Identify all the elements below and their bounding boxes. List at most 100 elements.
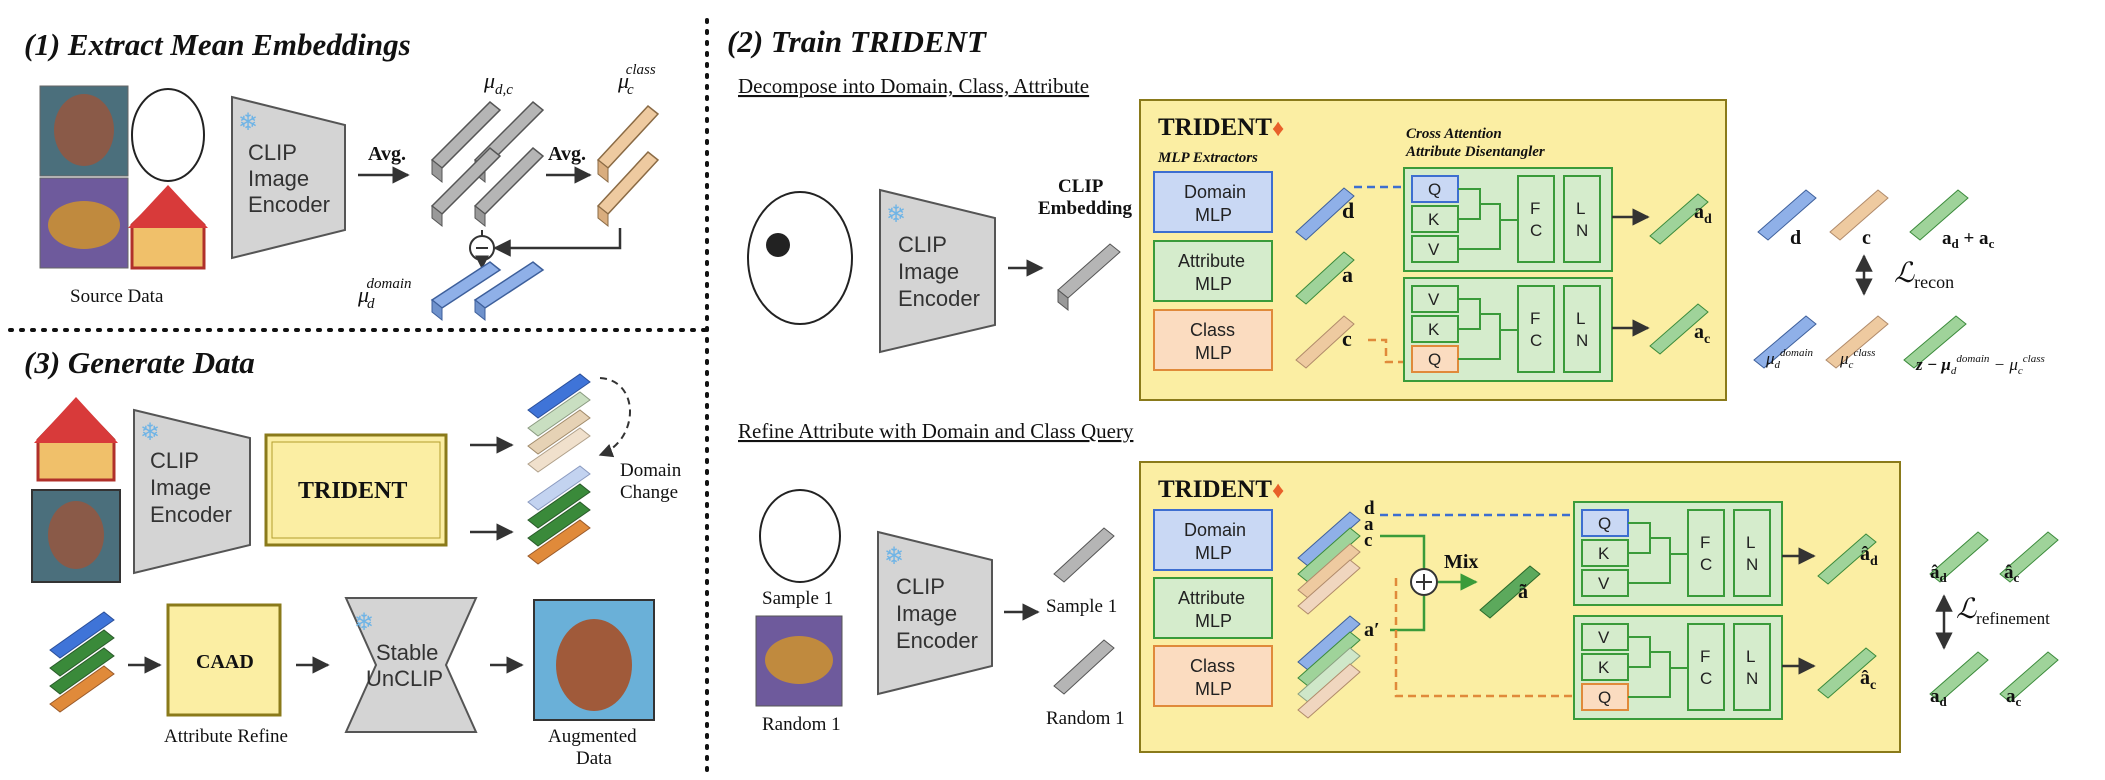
random-stack: [1297, 615, 1361, 719]
r-sum-bar: [1909, 189, 1969, 241]
class-mlp-text-1: Class: [1190, 320, 1235, 340]
r-ad-bar: [1929, 651, 1989, 703]
domain-mlp-b-text-1: Domain: [1184, 520, 1246, 540]
lnb-label-1: L: [1746, 533, 1755, 552]
loss-recon-label: ℒrecon: [1894, 258, 1954, 292]
stable-line2: UnCLIP: [366, 666, 443, 691]
r-c-label: c: [1862, 227, 1871, 249]
k2-label: K: [1428, 320, 1440, 339]
avg1-label: Avg.: [368, 143, 406, 165]
mix-label: Mix: [1444, 551, 1478, 573]
r-mu-d-bar: [1753, 315, 1817, 369]
q-label: Q: [1428, 180, 1441, 199]
clip-embedding-bar: [1057, 243, 1121, 312]
fc-label-1: F: [1530, 199, 1540, 218]
clip-embedding-1: CLIP: [1058, 176, 1104, 197]
a-tilde-label: ã: [1518, 581, 1528, 603]
r-mu-c-label: μcclass: [1839, 347, 1875, 371]
attribute-refine-label: Attribute Refine: [164, 726, 288, 747]
r-z-label: z − μddomain − μcclass: [1915, 353, 2045, 377]
class-mlp-text-2: MLP: [1195, 343, 1232, 363]
attribute-mlp-b-text-2: MLP: [1195, 611, 1232, 631]
caad-label: CAAD: [196, 651, 254, 673]
r-ac-hat-label: âc: [2004, 562, 2020, 585]
v2-label: V: [1428, 290, 1440, 309]
r-sum-label: ad + ac: [1942, 228, 1995, 251]
s3-input-images: [31, 397, 121, 583]
enc2b-line2: Image: [896, 601, 957, 626]
fc-box: [1517, 175, 1555, 263]
sample-c-label: c: [1364, 530, 1372, 551]
a-to-mix: [1380, 534, 1426, 568]
stable-line1: Stable: [376, 640, 438, 665]
sample-a-label: a: [1364, 514, 1374, 535]
c-label: c: [1342, 326, 1352, 351]
class-mlp-top: [1153, 309, 1273, 371]
r-d-label: d: [1790, 227, 1801, 249]
r-ad-hat-bar: [1929, 531, 1989, 583]
subtitle-refine: Refine Attribute with Domain and Class Q…: [738, 419, 1134, 443]
ln-label-1: L: [1576, 199, 1585, 218]
ln2-label-1: L: [1576, 309, 1585, 328]
kb2-label: K: [1598, 658, 1610, 677]
clip-encoder-3: [133, 408, 251, 575]
mu-c-label: μcclass: [617, 62, 656, 98]
mu-d-label: μddomain: [357, 276, 412, 312]
ln-label-2: N: [1576, 221, 1588, 240]
sample-stack: [1297, 511, 1361, 615]
domain-mlp-top: [1153, 171, 1273, 233]
trident-title-top: TRIDENT: [1158, 114, 1272, 141]
fire-icon: ♦: [1272, 478, 1284, 504]
r-c-bar: [1829, 189, 1889, 241]
c-to-q-dash: [1368, 338, 1410, 364]
out-ad-bar: [1649, 193, 1709, 245]
vb2-label: V: [1598, 628, 1610, 647]
avg2-label: Avg.: [548, 143, 586, 165]
attribute-mlp-text-2: MLP: [1195, 274, 1232, 294]
out-ad-label: ad: [1694, 201, 1712, 227]
attribute-mlp-top: [1153, 240, 1273, 302]
enc3-line1: CLIP: [150, 448, 199, 473]
c-query-dash: [1394, 578, 1580, 698]
fire-icon: ♦: [1272, 116, 1284, 142]
enc2a-line2: Image: [898, 259, 959, 284]
kb-label: K: [1598, 544, 1610, 563]
caad-thumbnail: [166, 603, 282, 717]
a-prime-label: a′: [1364, 619, 1380, 641]
clip-encoder-1: [231, 95, 346, 260]
enc2a-line3: Encoder: [898, 286, 980, 311]
snowflake-icon: ❄: [238, 110, 258, 136]
attribute-mlp-text-1: Attribute: [1178, 251, 1245, 271]
domain-mlp-text-1: Domain: [1184, 182, 1246, 202]
ln-box: [1563, 175, 1601, 263]
dog-image: [747, 191, 853, 325]
fcb2-label-1: F: [1700, 647, 1710, 666]
trident-title-bottom: TRIDENT: [1158, 476, 1272, 503]
k-label: K: [1428, 210, 1440, 229]
snowflake-icon: ❄: [886, 202, 906, 228]
mu-dc-label: μd,c: [483, 68, 513, 98]
section3-title: (3) Generate Data: [24, 345, 255, 380]
clip-embedding-2: Embedding: [1038, 198, 1132, 219]
cross-attn-label-2: Attribute Disentangler: [1405, 144, 1545, 160]
r-ac-label: ac: [2006, 686, 2022, 709]
sample-label: Sample 1: [762, 588, 833, 609]
domain-change-arrow: [598, 377, 631, 458]
fc-label-2: C: [1530, 221, 1542, 240]
c-bar: [1295, 315, 1355, 369]
random-label: Random 1: [762, 714, 841, 735]
fc2-label-2: C: [1530, 331, 1542, 350]
r-ad-hat-label: âd: [1930, 562, 1948, 585]
v-box: [1411, 235, 1459, 263]
augmented-label-2: Data: [576, 748, 612, 769]
out-ad-hat-label: âd: [1860, 543, 1878, 569]
snowflake-icon: ❄: [354, 610, 374, 636]
r-mu-c-bar: [1825, 315, 1889, 369]
out-ac-hat-label: âc: [1860, 667, 1876, 693]
arrow-sub: [493, 228, 622, 257]
sample-dog-image: [759, 489, 841, 583]
emb-random-label: Random 1: [1046, 708, 1125, 729]
attribute-mlp-b-text-1: Attribute: [1178, 588, 1245, 608]
r-ad-label: ad: [1930, 686, 1948, 709]
